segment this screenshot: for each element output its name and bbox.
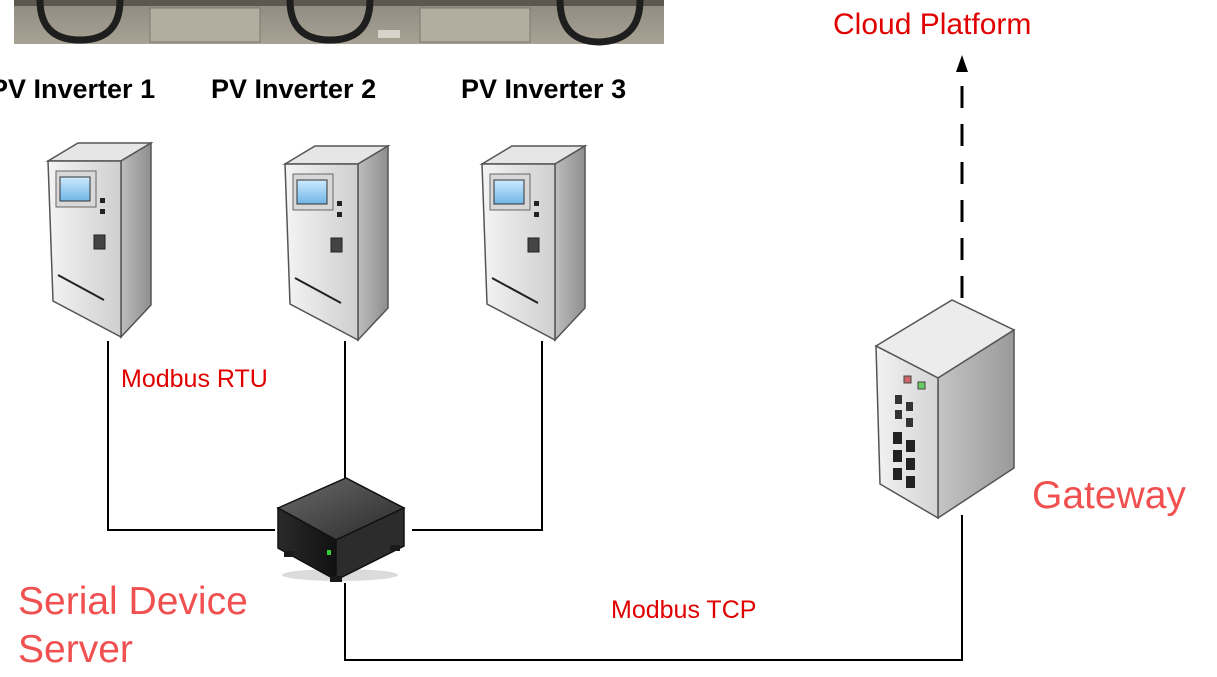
serial-device-server-label-line2: Server <box>18 628 133 671</box>
serial-device-server-icon <box>276 477 406 582</box>
gateway-label: Gateway <box>1032 474 1186 517</box>
inverter-cabinet-icon <box>45 141 154 339</box>
cloud-platform-label: Cloud Platform <box>833 8 1032 41</box>
inverter-3-label: PV Inverter 3 <box>461 74 627 104</box>
line-inverter1-to-serial <box>107 341 275 531</box>
inverter-cabinet-icon <box>479 144 588 342</box>
line-serial-to-gateway <box>344 515 963 661</box>
inverter-1-label: PV Inverter 1 <box>0 74 156 104</box>
modbus-tcp-label: Modbus TCP <box>611 596 757 624</box>
modbus-rtu-label: Modbus RTU <box>121 365 268 393</box>
inverter-cabinet-icon <box>282 144 391 342</box>
pv-inverter-photo <box>14 0 664 46</box>
gateway-server-icon <box>874 299 1016 520</box>
serial-device-server-label: Serial Device <box>18 580 248 623</box>
line-inverter3-to-serial <box>412 341 543 531</box>
inverter-2-label: PV Inverter 2 <box>211 74 377 104</box>
arrow-up-icon <box>956 55 968 72</box>
connection-lines <box>107 70 964 661</box>
